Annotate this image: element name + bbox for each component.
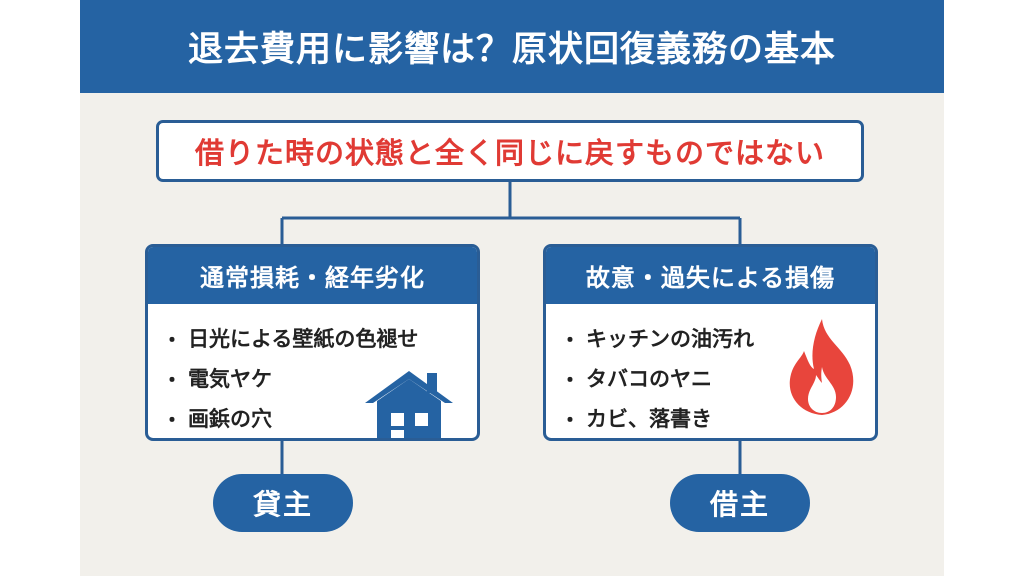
fire-icon: [789, 319, 854, 415]
principle-box: 借りた時の状態と全く同じに戻すものではない: [156, 120, 864, 182]
bearer-badge-tenant: 借主: [670, 474, 810, 532]
page-title: 退去費用に影響は？原状回復義務の基本: [187, 30, 836, 70]
list-item: ・カビ、落書き: [560, 398, 875, 438]
category-list: ・キッチンの油汚れ ・タバコのヤニ ・カビ、落書き: [546, 304, 875, 438]
bullet: ・: [560, 367, 580, 392]
list-item: ・キッチンの油汚れ: [560, 318, 875, 358]
list-item: ・電気ヤケ: [162, 358, 477, 398]
house-icon: [365, 371, 453, 438]
category-heading: 通常損耗・経年劣化: [200, 264, 425, 292]
bullet: ・: [162, 407, 182, 432]
list-item-text: タバコのヤニ: [586, 367, 712, 391]
list-item: ・タバコのヤニ: [560, 358, 875, 398]
bullet: ・: [162, 367, 182, 392]
bullet: ・: [560, 407, 580, 432]
category-list: ・日光による壁紙の色褪せ ・電気ヤケ ・画鋲の穴: [148, 304, 477, 438]
list-item-text: 日光による壁紙の色褪せ: [188, 327, 419, 351]
list-item-text: 電気ヤケ: [188, 367, 272, 391]
title-banner: 退去費用に影響は？原状回復義務の基本: [80, 0, 944, 93]
list-item-text: カビ、落書き: [586, 407, 712, 431]
list-item: ・画鋲の穴: [162, 398, 477, 438]
list-item: ・日光による壁紙の色褪せ: [162, 318, 477, 358]
diagram-canvas: 退去費用に影響は？原状回復義務の基本 借りた時の状態と全く同じに戻すものではない…: [80, 0, 944, 576]
category-heading-bar: 故意・過失による損傷: [546, 247, 875, 304]
bearer-badge-landlord: 貸主: [213, 474, 353, 532]
list-item-text: キッチンの油汚れ: [586, 327, 754, 351]
bearer-label: 借主: [709, 488, 770, 521]
bullet: ・: [560, 327, 580, 352]
category-box-wear: 通常損耗・経年劣化 ・日光による壁紙の色褪せ ・電気ヤケ ・画鋲の穴: [145, 244, 480, 441]
category-heading-bar: 通常損耗・経年劣化: [148, 247, 477, 304]
category-box-damage: 故意・過失による損傷 ・キッチンの油汚れ ・タバコのヤニ ・カビ、落書き: [543, 244, 878, 441]
bearer-label: 貸主: [252, 488, 313, 521]
list-item-text: 画鋲の穴: [188, 407, 272, 431]
principle-text: 借りた時の状態と全く同じに戻すものではない: [194, 136, 825, 170]
bullet: ・: [162, 327, 182, 352]
connector-lines: [280, 182, 742, 474]
category-heading: 故意・過失による損傷: [585, 264, 836, 292]
